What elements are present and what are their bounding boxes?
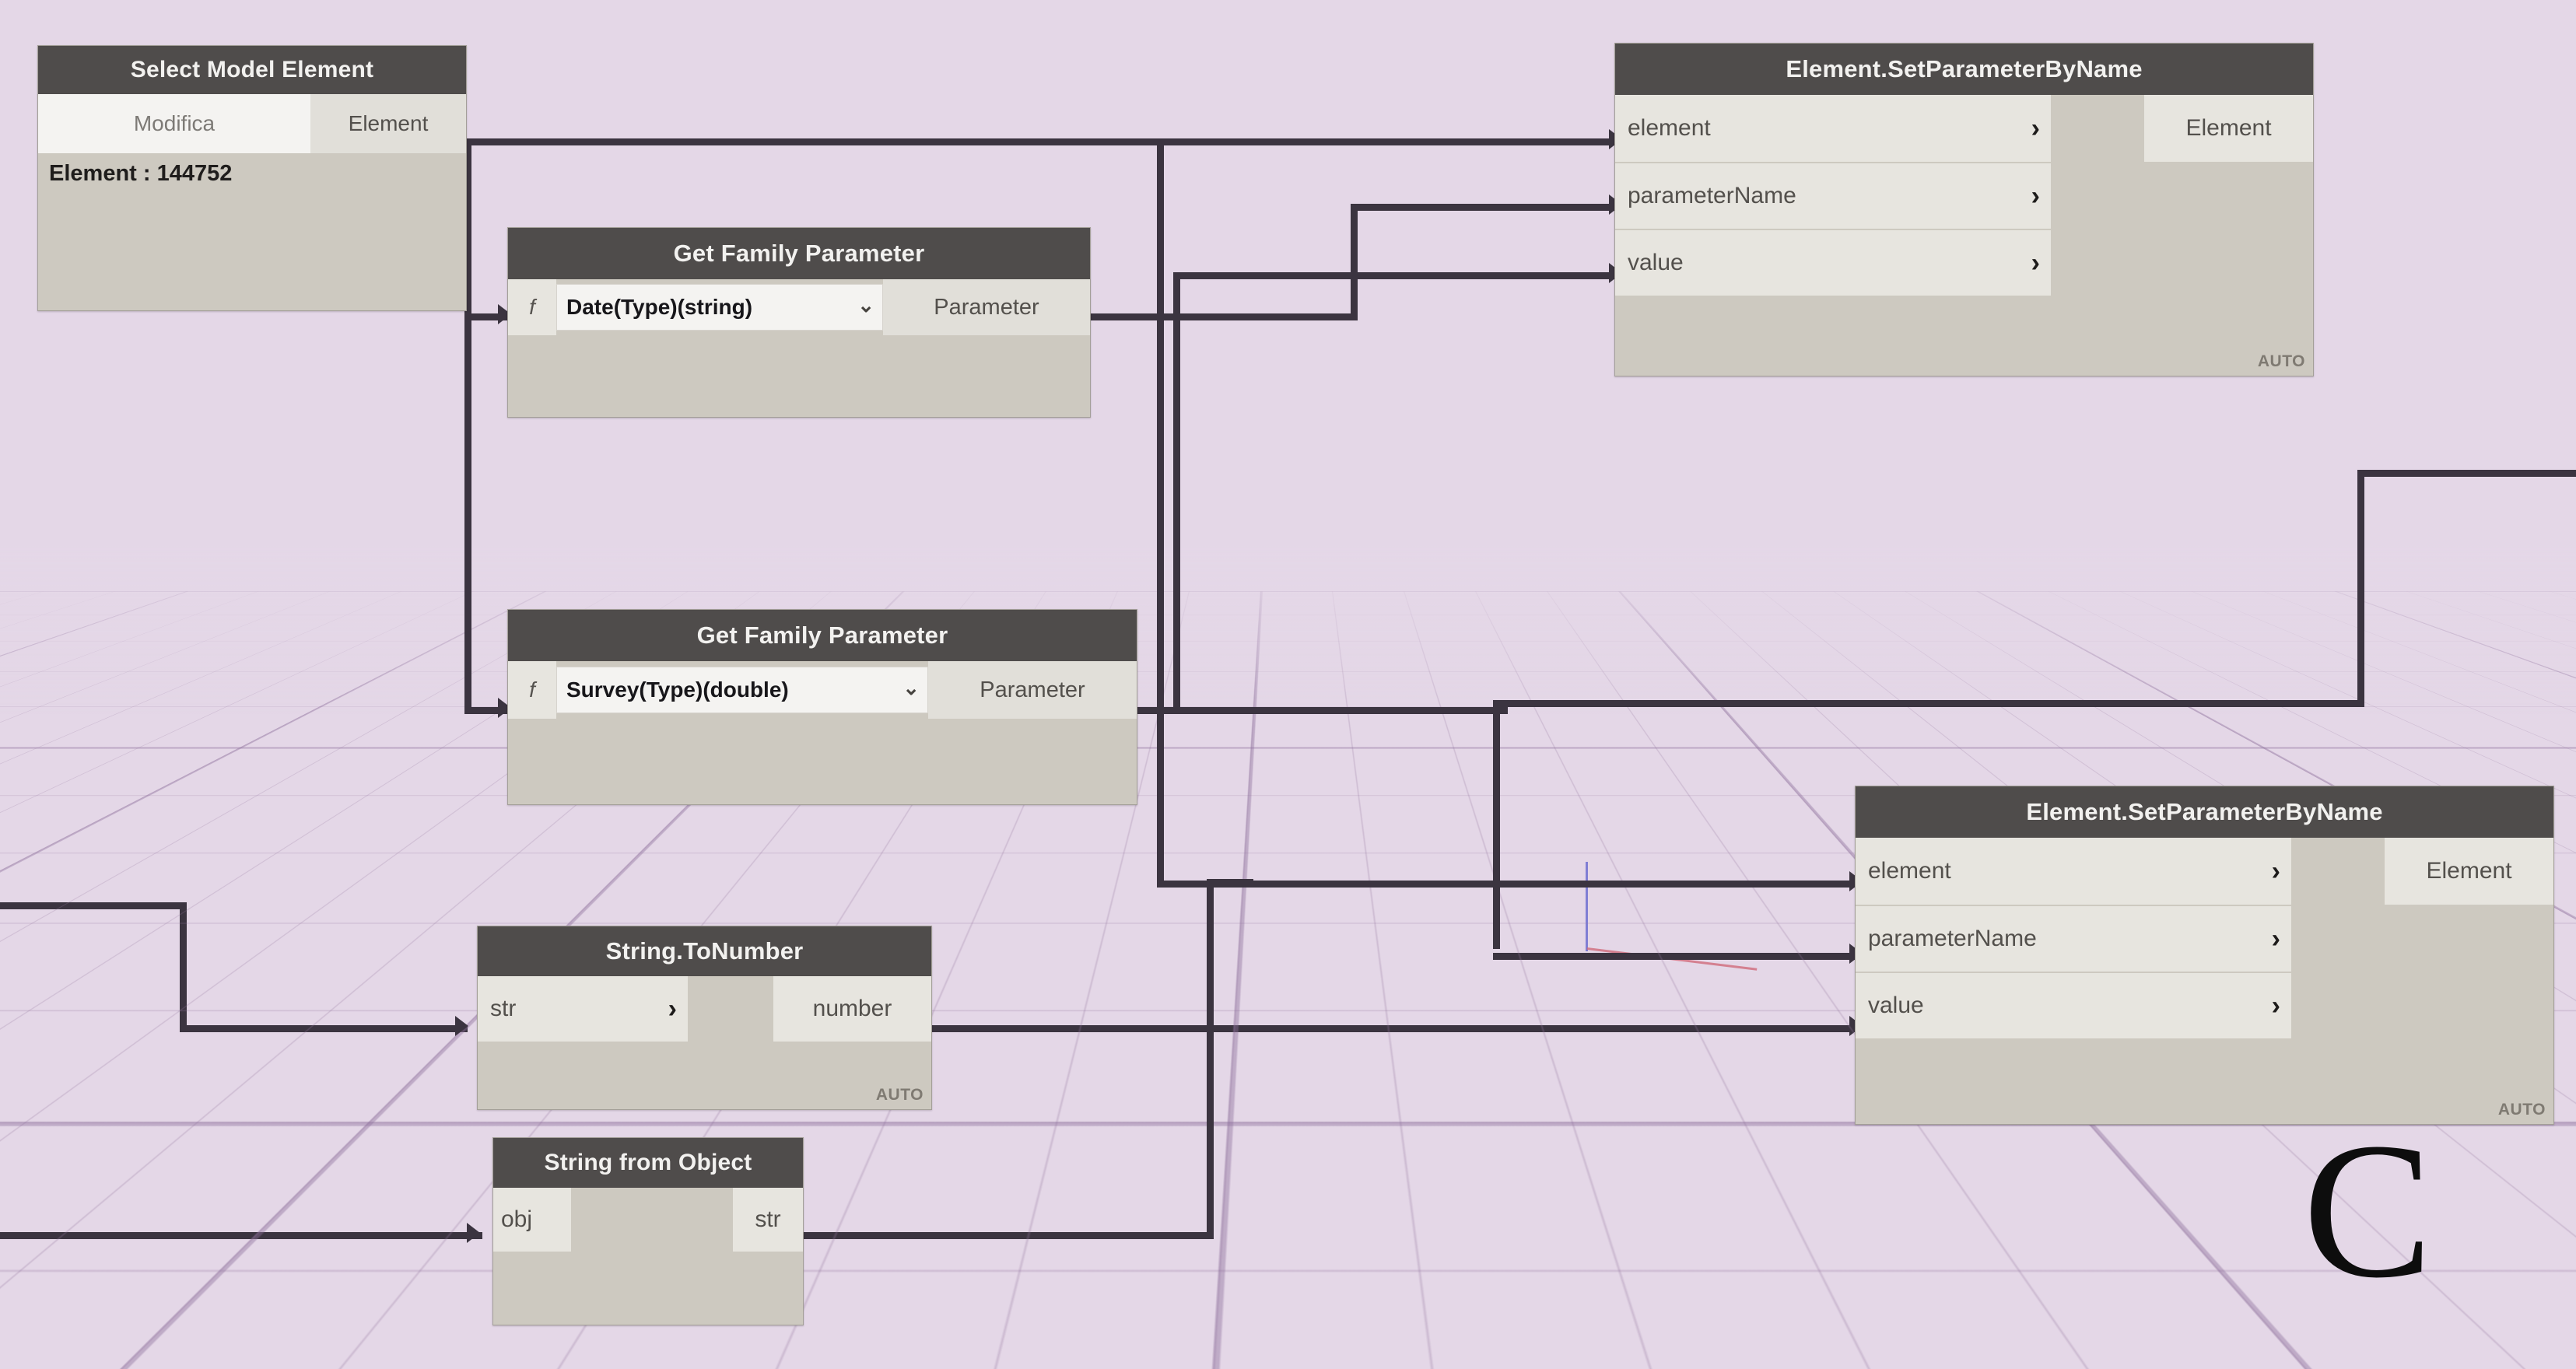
- set-parameter-top-gap-1: [2051, 95, 2144, 162]
- wire-element-to-bottom: [1157, 881, 1862, 888]
- wire-left-edge-drop: [180, 902, 187, 1032]
- set-parameter-bottom-input-parametername[interactable]: parameterName ›: [1856, 905, 2291, 972]
- select-model-element-modifica-button[interactable]: Modifica: [38, 94, 310, 153]
- set-parameter-top-input-parametername-label: parameterName: [1628, 183, 1796, 209]
- wire-left-edge-in-1: [0, 902, 187, 909]
- string-from-object-input-obj[interactable]: obj: [493, 1188, 571, 1252]
- string-to-number-input-str[interactable]: str ›: [478, 976, 688, 1042]
- string-from-object-output-port[interactable]: str: [733, 1188, 803, 1252]
- get-family-parameter-date-f-port[interactable]: f: [508, 279, 556, 335]
- string-to-number-input-str-label: str: [490, 996, 516, 1022]
- wire-element-drop: [1157, 138, 1164, 888]
- wire-element-main: [464, 138, 1621, 145]
- node-title-get-family-parameter-survey: Get Family Parameter: [508, 610, 1137, 661]
- set-parameter-bottom-run-mode: AUTO: [2498, 1101, 2546, 1119]
- set-parameter-bottom-input-element-label: element: [1868, 858, 1951, 884]
- get-family-parameter-date-dropdown-value: Date(Type)(string): [566, 295, 752, 320]
- node-title-set-parameter-top: Element.SetParameterByName: [1615, 44, 2313, 95]
- wire-gfp-date-out: [1089, 313, 1358, 320]
- node-title-get-family-parameter-date: Get Family Parameter: [508, 228, 1090, 279]
- wire-left-edge-in-2: [0, 1232, 482, 1239]
- set-parameter-top-gap-3: [2051, 229, 2313, 296]
- wire-str-rise2: [1493, 700, 1500, 949]
- chevron-down-icon[interactable]: ⌄: [857, 305, 874, 310]
- node-foot-string-to-number: [478, 1042, 931, 1108]
- wire-arrow-obj-in: [467, 1223, 480, 1243]
- get-family-parameter-date-dropdown[interactable]: Date(Type)(string) ⌄: [556, 284, 883, 331]
- wire-arrow-str-in: [455, 1016, 468, 1036]
- set-parameter-top-input-parametername[interactable]: parameterName ›: [1615, 162, 2051, 229]
- set-parameter-top-run-mode: AUTO: [2258, 352, 2305, 371]
- node-set-parameter-by-name-bottom[interactable]: Element.SetParameterByName element › Ele…: [1855, 786, 2554, 1125]
- get-family-parameter-survey-output-port[interactable]: Parameter: [928, 661, 1137, 719]
- chevron-right-icon: ›: [2031, 114, 2040, 144]
- string-from-object-gap: [571, 1188, 733, 1252]
- string-to-number-output-port[interactable]: number: [773, 976, 931, 1042]
- wire-gfp-survey-rise: [1173, 272, 1180, 714]
- node-set-parameter-by-name-top[interactable]: Element.SetParameterByName element › Ele…: [1614, 43, 2314, 376]
- chevron-right-icon: ›: [668, 994, 677, 1024]
- set-parameter-top-input-element-label: element: [1628, 115, 1711, 142]
- wire-gfp-date-rise: [1351, 204, 1358, 320]
- node-select-model-element[interactable]: Select Model Element Modifica Element El…: [37, 45, 467, 311]
- chevron-right-icon: ›: [2031, 181, 2040, 212]
- node-get-family-parameter-date[interactable]: Get Family Parameter f Date(Type)(string…: [507, 227, 1091, 418]
- set-parameter-bottom-input-element[interactable]: element ›: [1856, 838, 2291, 905]
- chevron-down-icon[interactable]: ⌄: [902, 688, 920, 692]
- select-model-element-value: Element : 144752: [38, 153, 466, 187]
- string-to-number-gap: [688, 976, 773, 1042]
- wire-gfp-survey-out: [1136, 707, 1508, 714]
- wire-str-rise: [1207, 879, 1214, 1239]
- node-title-string-to-number: String.ToNumber: [478, 926, 931, 976]
- wire-str-out: [801, 1232, 1214, 1239]
- set-parameter-bottom-input-value[interactable]: value ›: [1856, 972, 2291, 1038]
- node-foot-string-from-object: [493, 1252, 803, 1323]
- get-family-parameter-survey-f-port[interactable]: f: [508, 661, 556, 719]
- wire-str-to-paramname-bottom: [1493, 953, 1862, 960]
- node-foot-get-family-parameter-date: [508, 335, 1090, 413]
- set-parameter-bottom-output-port[interactable]: Element: [2385, 838, 2553, 905]
- wire-gfp-survey-to-value: [1173, 272, 1621, 279]
- get-family-parameter-survey-dropdown-value: Survey(Type)(double): [566, 677, 789, 702]
- set-parameter-top-input-element[interactable]: element ›: [1615, 95, 2051, 162]
- set-parameter-bottom-input-parametername-label: parameterName: [1868, 926, 2037, 952]
- wire-left-edge-to-str: [180, 1025, 468, 1032]
- axis-z-icon: [1586, 862, 1588, 951]
- node-foot-get-family-parameter-survey: [508, 719, 1137, 797]
- node-string-to-number[interactable]: String.ToNumber str › number AUTO: [477, 926, 932, 1110]
- string-to-number-run-mode: AUTO: [876, 1086, 924, 1105]
- set-parameter-top-input-value-label: value: [1628, 250, 1684, 276]
- node-get-family-parameter-survey[interactable]: Get Family Parameter f Survey(Type)(doub…: [507, 609, 1137, 805]
- wire-right-edge-drop: [2357, 470, 2364, 706]
- figure-annotation-letter: C: [2303, 1114, 2433, 1308]
- wire-number-to-value-bottom: [931, 1025, 1862, 1032]
- set-parameter-top-gap-2: [2051, 162, 2313, 229]
- chevron-right-icon: ›: [2272, 924, 2280, 954]
- chevron-right-icon: ›: [2272, 856, 2280, 887]
- wire-right-edge-in: [2357, 470, 2576, 477]
- node-title-select-model-element: Select Model Element: [38, 46, 466, 94]
- set-parameter-bottom-gap-2: [2291, 905, 2553, 972]
- set-parameter-bottom-gap-3: [2291, 972, 2553, 1038]
- set-parameter-top-output-port[interactable]: Element: [2144, 95, 2313, 162]
- select-model-element-output-port[interactable]: Element: [310, 94, 466, 153]
- node-title-set-parameter-bottom: Element.SetParameterByName: [1856, 786, 2553, 838]
- set-parameter-bottom-input-value-label: value: [1868, 993, 1924, 1019]
- string-from-object-input-obj-label: obj: [501, 1206, 532, 1233]
- wire-gfp-date-to-paramname: [1351, 204, 1621, 211]
- chevron-right-icon: ›: [2031, 248, 2040, 278]
- chevron-right-icon: ›: [2272, 991, 2280, 1021]
- set-parameter-bottom-gap-1: [2291, 838, 2385, 905]
- grid-horizon-haze: [0, 544, 2576, 716]
- wire-right-edge-run: [1493, 700, 2364, 707]
- wire-str-top: [1207, 879, 1253, 886]
- node-string-from-object[interactable]: String from Object obj str: [492, 1137, 804, 1325]
- get-family-parameter-survey-dropdown[interactable]: Survey(Type)(double) ⌄: [556, 667, 928, 713]
- set-parameter-top-input-value[interactable]: value ›: [1615, 229, 2051, 296]
- node-title-string-from-object: String from Object: [493, 1138, 803, 1188]
- get-family-parameter-date-output-port[interactable]: Parameter: [883, 279, 1090, 335]
